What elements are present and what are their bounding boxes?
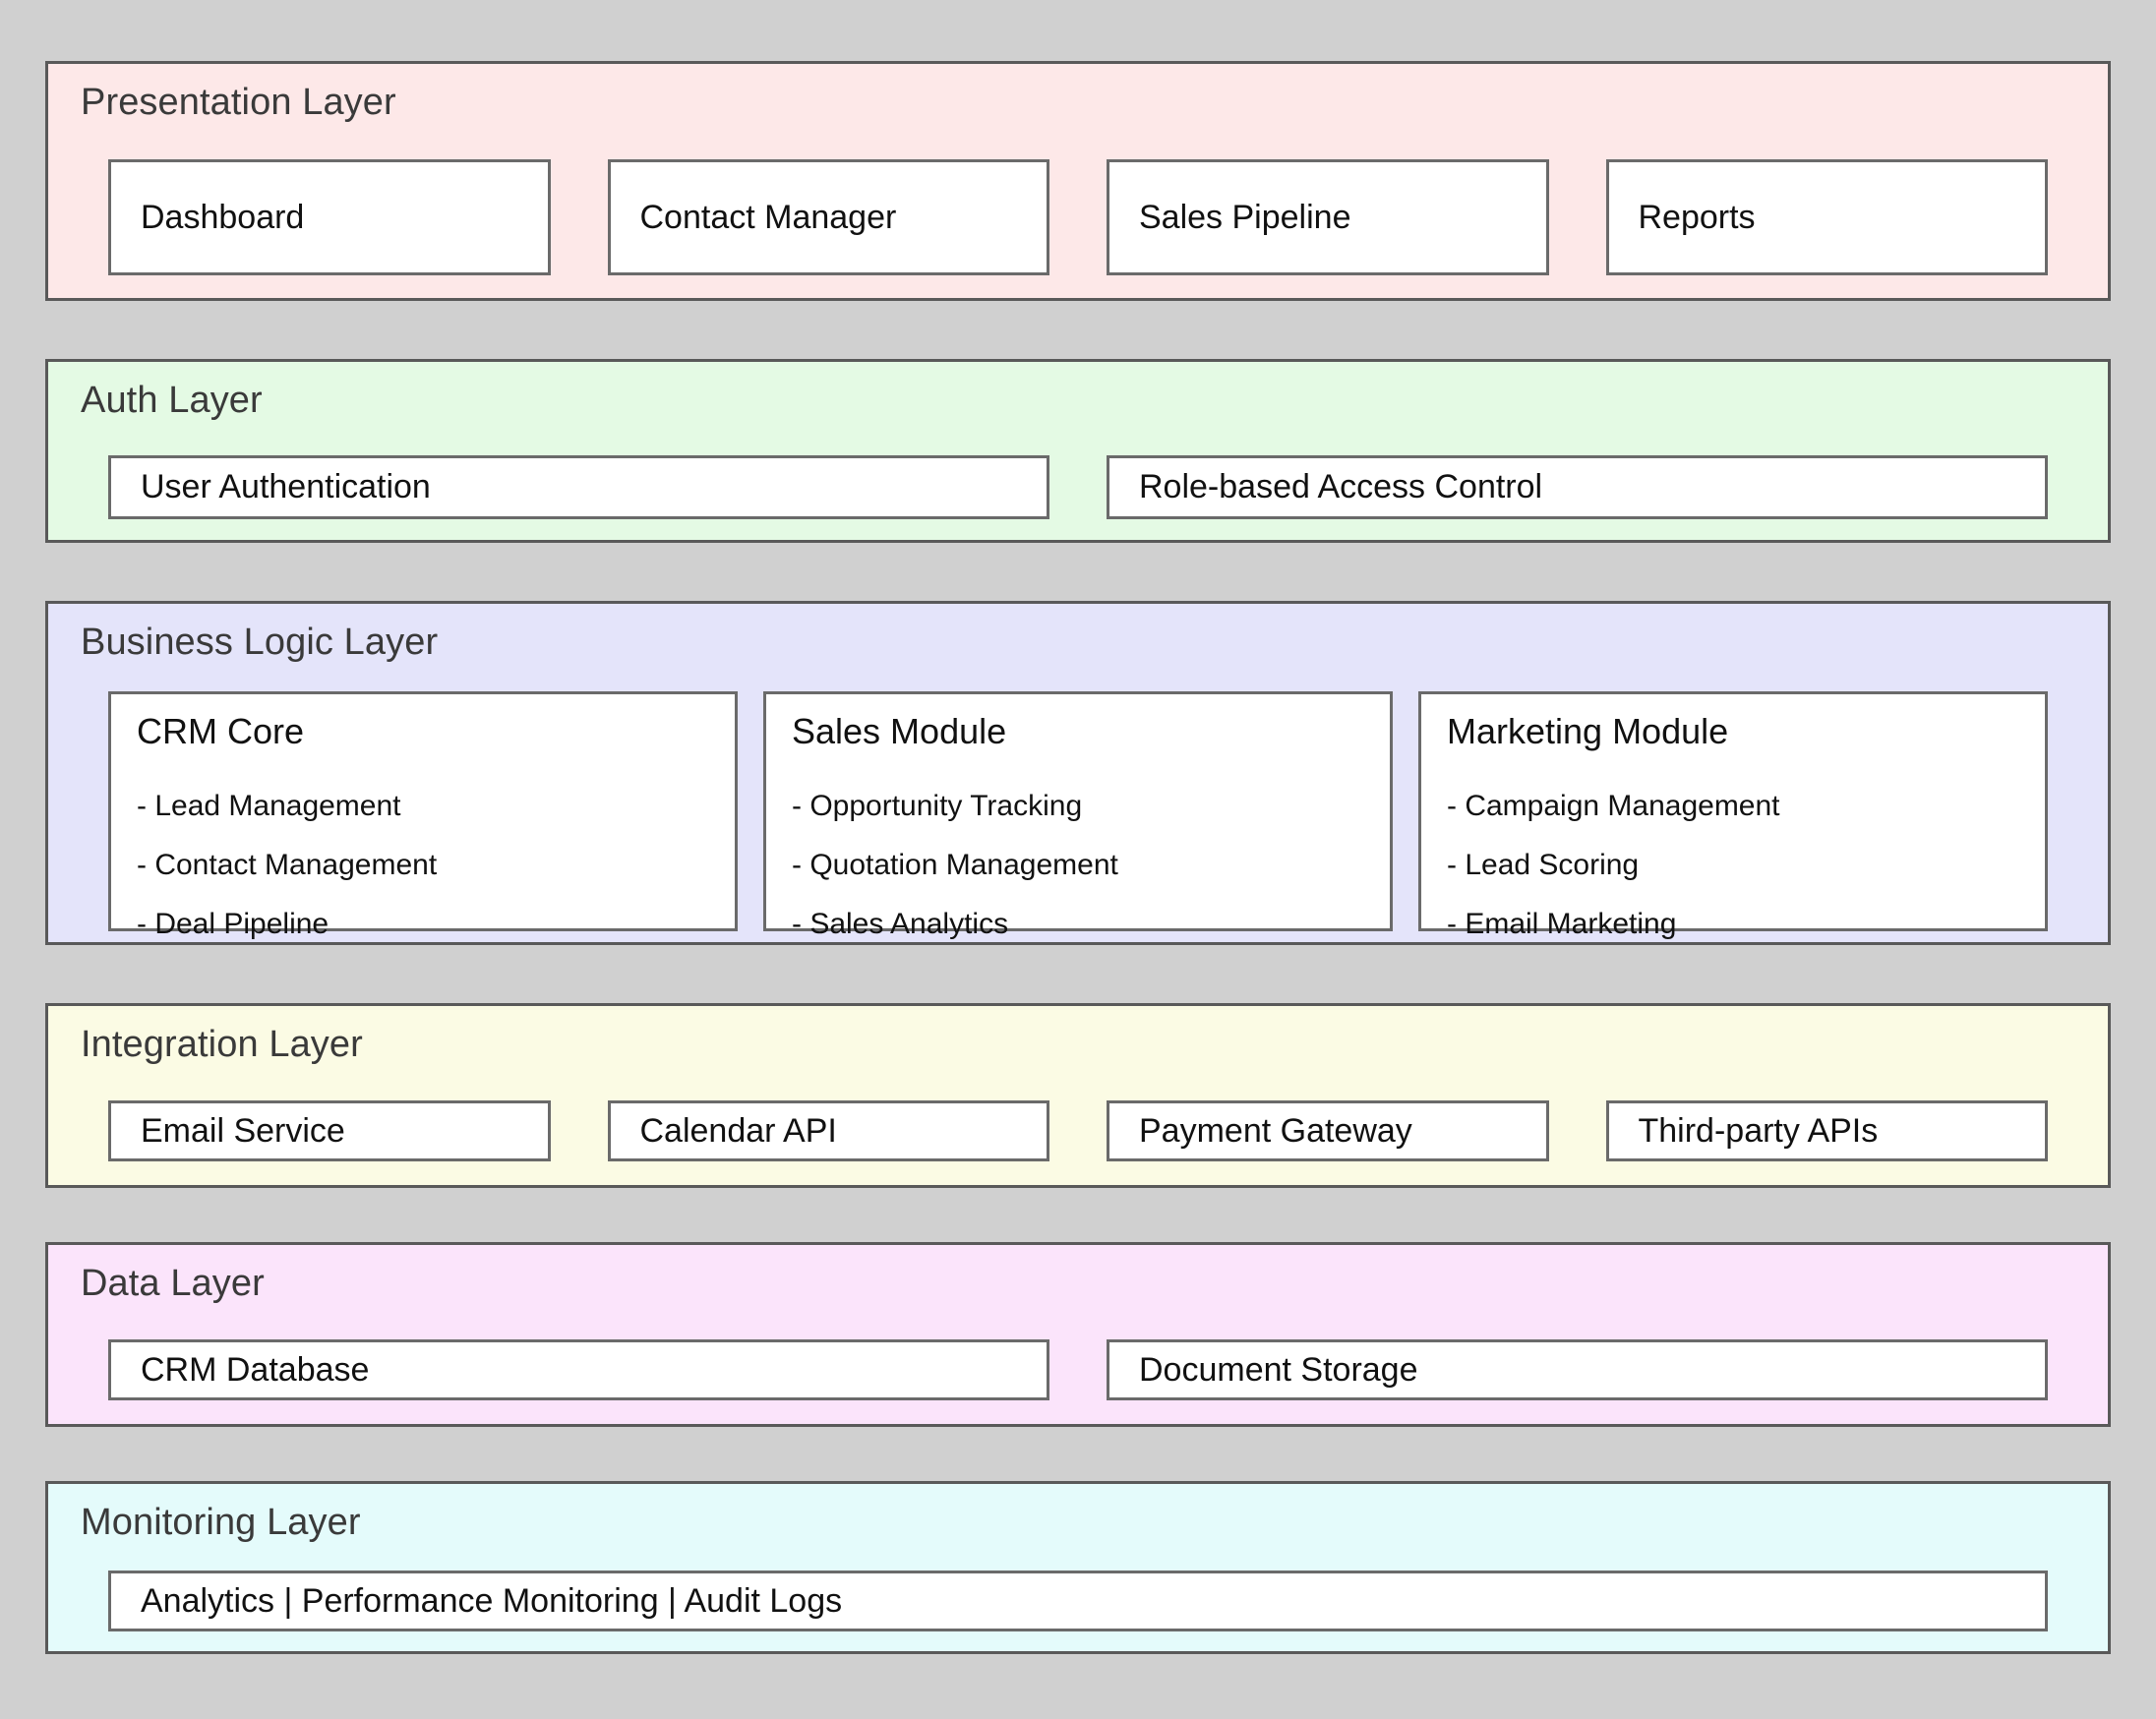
node-contact-manager[interactable]: Contact Manager <box>607 159 1049 275</box>
node-row-integration: Email Service Calendar API Payment Gatew… <box>48 1100 2108 1161</box>
module-list-item: - Campaign Management <box>1447 790 1780 822</box>
layer-presentation: Presentation Layer Dashboard Contact Man… <box>45 61 2111 301</box>
node-user-authentication[interactable]: User Authentication <box>108 455 1049 519</box>
module-list-item: - Lead Management <box>137 790 401 822</box>
module-title-marketing-module: Marketing Module <box>1447 711 1729 751</box>
layer-title-auth: Auth Layer <box>81 380 263 421</box>
layer-monitoring: Monitoring Layer Analytics | Performance… <box>45 1481 2111 1654</box>
node-third-party-apis[interactable]: Third-party APIs <box>1605 1100 2048 1161</box>
layer-title-data: Data Layer <box>81 1263 265 1304</box>
module-list-item: - Opportunity Tracking <box>792 790 1083 822</box>
layer-title-monitoring: Monitoring Layer <box>81 1502 361 1543</box>
module-list-item: - Deal Pipeline <box>137 908 329 940</box>
module-list-crm-core: - Lead Management - Contact Management -… <box>137 777 735 954</box>
node-crm-database[interactable]: CRM Database <box>108 1339 1049 1400</box>
module-list-item: - Sales Analytics <box>792 908 1009 940</box>
layer-integration: Integration Layer Email Service Calendar… <box>45 1003 2111 1188</box>
node-row-presentation: Dashboard Contact Manager Sales Pipeline… <box>48 159 2108 275</box>
node-analytics-performance-audit[interactable]: Analytics | Performance Monitoring | Aud… <box>108 1571 2048 1631</box>
module-title-crm-core: CRM Core <box>137 711 305 751</box>
layer-title-presentation: Presentation Layer <box>81 82 396 123</box>
layer-business-logic: Business Logic Layer CRM Core - Lead Man… <box>45 601 2111 945</box>
node-row-auth: User Authentication Role-based Access Co… <box>48 455 2108 519</box>
module-sales-module[interactable]: Sales Module - Opportunity Tracking - Qu… <box>763 691 1393 940</box>
node-role-based-access-control[interactable]: Role-based Access Control <box>1107 455 2048 519</box>
node-row-monitoring: Analytics | Performance Monitoring | Aud… <box>48 1571 2108 1631</box>
layer-data: Data Layer CRM Database Document Storage <box>45 1242 2111 1427</box>
layer-title-integration: Integration Layer <box>81 1024 363 1065</box>
node-sales-pipeline[interactable]: Sales Pipeline <box>1107 159 1549 275</box>
node-email-service[interactable]: Email Service <box>108 1100 551 1161</box>
module-list-item: - Contact Management <box>137 849 438 881</box>
module-list-item: - Quotation Management <box>792 849 1118 881</box>
module-crm-core[interactable]: CRM Core - Lead Management - Contact Man… <box>108 691 738 940</box>
module-row-business-logic: CRM Core - Lead Management - Contact Man… <box>48 691 2108 940</box>
node-row-data: CRM Database Document Storage <box>48 1339 2108 1400</box>
module-list-item: - Lead Scoring <box>1447 849 1640 881</box>
module-list-sales-module: - Opportunity Tracking - Quotation Manag… <box>792 777 1390 954</box>
module-list-item: - Email Marketing <box>1447 908 1677 940</box>
layer-auth: Auth Layer User Authentication Role-base… <box>45 359 2111 543</box>
node-document-storage[interactable]: Document Storage <box>1107 1339 2048 1400</box>
module-list-marketing-module: - Campaign Management - Lead Scoring - E… <box>1447 777 2045 954</box>
node-dashboard[interactable]: Dashboard <box>108 159 551 275</box>
node-reports[interactable]: Reports <box>1605 159 2048 275</box>
module-title-sales-module: Sales Module <box>792 711 1007 751</box>
layer-title-business-logic: Business Logic Layer <box>81 622 439 663</box>
module-marketing-module[interactable]: Marketing Module - Campaign Management -… <box>1418 691 2048 940</box>
node-calendar-api[interactable]: Calendar API <box>607 1100 1049 1161</box>
node-payment-gateway[interactable]: Payment Gateway <box>1107 1100 1549 1161</box>
